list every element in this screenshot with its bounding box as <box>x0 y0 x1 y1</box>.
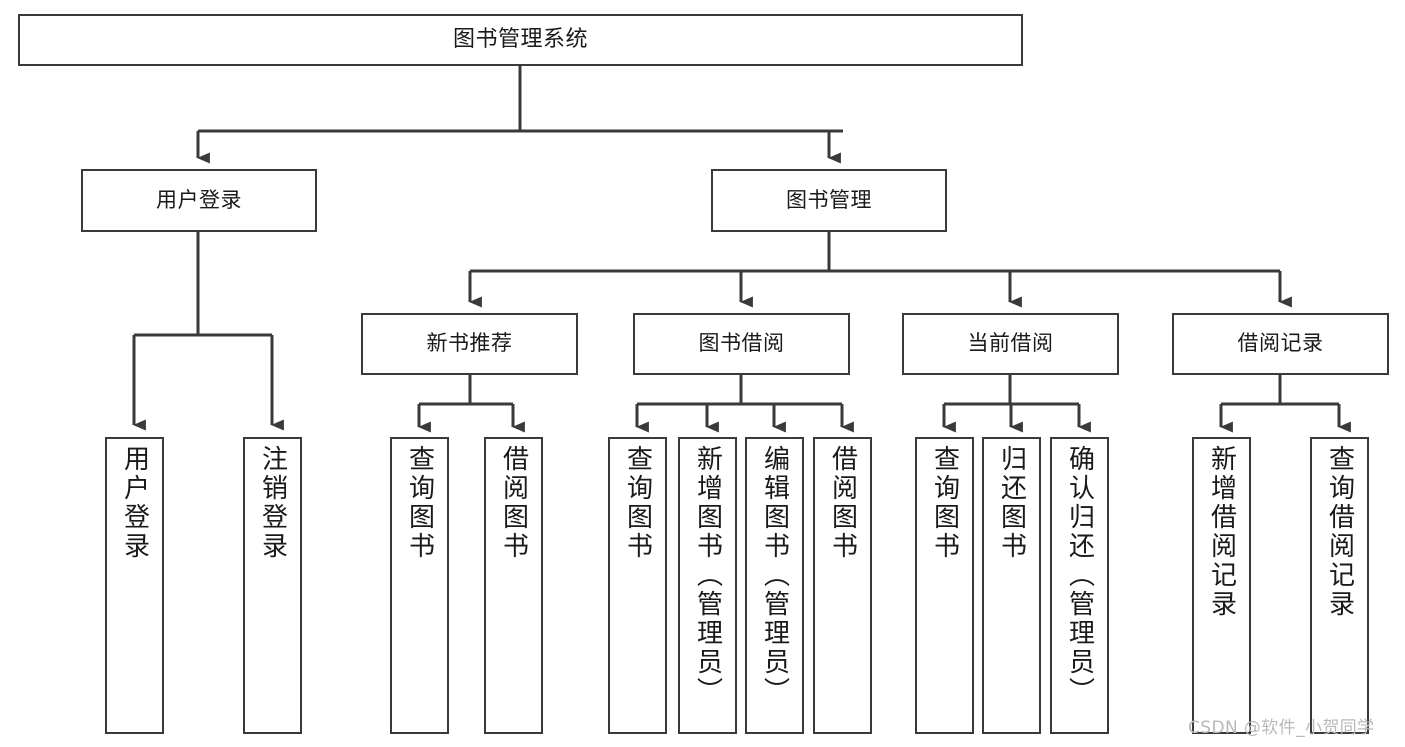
leaf-query-book-2[interactable]: 查询图书 <box>608 437 667 734</box>
leaf-logout-login[interactable]: 注销登录 <box>243 437 302 734</box>
leaf-add-record[interactable]: 新增借阅记录 <box>1192 437 1251 734</box>
node-new-book-recommend[interactable]: 新书推荐 <box>361 313 578 375</box>
leaf-query-record[interactable]: 查询借阅记录 <box>1310 437 1369 734</box>
node-label: 确认归还（管理员） <box>1064 445 1095 706</box>
node-label: 编辑图书（管理员） <box>759 445 790 706</box>
csdn-watermark: CSDN @软件_小贺同学 <box>1188 718 1375 738</box>
node-current-borrow[interactable]: 当前借阅 <box>902 313 1119 375</box>
node-label: 借阅图书 <box>827 445 858 561</box>
node-label: 新增借阅记录 <box>1206 445 1237 619</box>
node-label: 查询图书 <box>929 445 960 561</box>
leaf-return-book[interactable]: 归还图书 <box>982 437 1041 734</box>
node-label: 图书管理 <box>786 187 872 212</box>
node-label: 新增图书（管理员） <box>692 445 723 706</box>
leaf-user-login[interactable]: 用户登录 <box>105 437 164 734</box>
node-label: 用户登录 <box>119 445 150 561</box>
node-label: 用户登录 <box>156 187 242 212</box>
node-root-system[interactable]: 图书管理系统 <box>18 14 1023 66</box>
node-label: 新书推荐 <box>426 331 513 356</box>
node-borrow-record[interactable]: 借阅记录 <box>1172 313 1389 375</box>
leaf-add-book[interactable]: 新增图书（管理员） <box>678 437 737 734</box>
node-label: 注销登录 <box>257 445 288 561</box>
leaf-query-book-3[interactable]: 查询图书 <box>915 437 974 734</box>
node-label: 图书借阅 <box>698 331 785 356</box>
leaf-borrow-book-1[interactable]: 借阅图书 <box>484 437 543 734</box>
node-label: 图书管理系统 <box>452 26 588 52</box>
leaf-borrow-book-2[interactable]: 借阅图书 <box>813 437 872 734</box>
leaf-query-book-1[interactable]: 查询图书 <box>390 437 449 734</box>
node-label: 归还图书 <box>996 445 1027 561</box>
node-label: 借阅记录 <box>1237 331 1324 356</box>
node-label: 查询图书 <box>404 445 435 561</box>
node-book-borrow[interactable]: 图书借阅 <box>633 313 850 375</box>
leaf-edit-book[interactable]: 编辑图书（管理员） <box>745 437 804 734</box>
node-user-login[interactable]: 用户登录 <box>81 169 317 232</box>
node-book-management[interactable]: 图书管理 <box>711 169 947 232</box>
node-label: 借阅图书 <box>498 445 529 561</box>
node-label: 当前借阅 <box>967 331 1054 356</box>
node-label: 查询图书 <box>622 445 653 561</box>
leaf-confirm-return[interactable]: 确认归还（管理员） <box>1050 437 1109 734</box>
node-label: 查询借阅记录 <box>1324 445 1355 619</box>
